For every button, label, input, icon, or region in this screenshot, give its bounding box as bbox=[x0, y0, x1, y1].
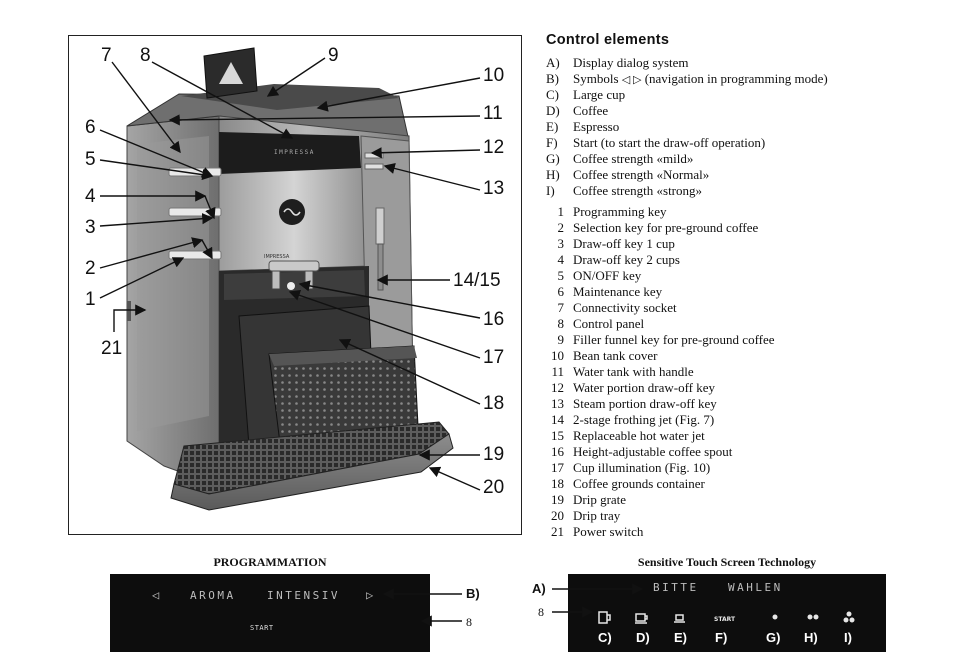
key-e: E) bbox=[674, 630, 687, 645]
callout-2: 2 bbox=[85, 258, 96, 279]
label-b: B) bbox=[466, 586, 480, 601]
navigation-arrows-icon: ◁ ▷ bbox=[621, 74, 642, 86]
coffee-cup-icon bbox=[635, 613, 646, 622]
callout-17: 17 bbox=[483, 347, 505, 368]
callout-14-15: 14/15 bbox=[453, 270, 501, 291]
callout-12: 12 bbox=[483, 137, 505, 158]
callout-21: 21 bbox=[101, 338, 123, 359]
callout-20: 20 bbox=[483, 477, 505, 498]
touch-icons-row: START bbox=[598, 611, 855, 624]
callout-18: 18 bbox=[483, 393, 505, 414]
callout-6: 6 bbox=[85, 117, 96, 138]
label-a: A) bbox=[532, 581, 546, 596]
callout-11: 11 bbox=[483, 103, 503, 124]
list-item: C)Large cup bbox=[546, 87, 626, 102]
list-item: A)Display dialog system bbox=[546, 55, 689, 70]
bean-mild-icon bbox=[772, 614, 778, 620]
svg-text:IMPRESSA: IMPRESSA bbox=[264, 254, 290, 260]
start-button-icon: START bbox=[714, 616, 736, 623]
label-8-programmation: 8 bbox=[466, 615, 472, 629]
programmation-title: PROGRAMMATION bbox=[213, 555, 327, 569]
label-8-touch: 8 bbox=[538, 605, 544, 619]
callout-16: 16 bbox=[483, 309, 505, 330]
touch-screen-display: BITTE WAHLEN START C) D) E) F) G) H) I) bbox=[568, 574, 886, 652]
list-item: H)Coffee strength «Normal» bbox=[546, 167, 710, 182]
key-f: F) bbox=[715, 630, 728, 645]
espresso-cup-icon bbox=[675, 614, 684, 621]
callout-8: 8 bbox=[140, 45, 151, 66]
lcd-word-aroma: AROMA bbox=[190, 589, 236, 602]
callout-5: 5 bbox=[85, 149, 96, 170]
lcd-word-wahlen: WAHLEN bbox=[728, 581, 783, 594]
lcd-word-bitte: BITTE bbox=[653, 581, 699, 594]
callout-7: 7 bbox=[101, 45, 112, 66]
bean-strong-icon bbox=[846, 611, 852, 617]
callout-9: 9 bbox=[328, 45, 339, 66]
callout-10: 10 bbox=[483, 65, 505, 86]
callout-1: 1 bbox=[85, 289, 96, 310]
bean-normal-icon bbox=[807, 614, 813, 620]
list-item: I)Coffee strength «strong» bbox=[546, 183, 703, 198]
key-i: I) bbox=[844, 630, 852, 645]
start-icon: START bbox=[250, 624, 274, 632]
control-panel-text: IMPRESSA bbox=[274, 149, 315, 156]
callout-3: 3 bbox=[85, 217, 96, 238]
key-d: D) bbox=[636, 630, 650, 645]
control-elements-heading: Control elements bbox=[546, 32, 670, 48]
letter-items-list: A)Display dialog system B)Symbols ◁ ▷ (n… bbox=[546, 55, 946, 199]
callout-19: 19 bbox=[483, 444, 505, 465]
left-arrow-icon: ◁ bbox=[152, 588, 162, 602]
callout-4: 4 bbox=[85, 186, 96, 207]
list-item: E)Espresso bbox=[546, 119, 620, 134]
key-c: C) bbox=[598, 630, 612, 645]
touch-screen-title: Sensitive Touch Screen Technology bbox=[637, 555, 817, 569]
key-h: H) bbox=[804, 630, 818, 645]
list-item: D)Coffee bbox=[546, 103, 609, 118]
key-g: G) bbox=[766, 630, 781, 645]
programmation-display: ◁ AROMA INTENSIV ▷ START bbox=[110, 574, 430, 652]
callout-13: 13 bbox=[483, 178, 505, 199]
list-item: G)Coffee strength «mild» bbox=[546, 151, 694, 166]
lcd-word-intensiv: INTENSIV bbox=[267, 589, 340, 602]
right-arrow-icon: ▷ bbox=[366, 588, 376, 602]
list-item: F)Start (to start the draw-off operation… bbox=[546, 135, 766, 150]
list-item: B)Symbols ◁ ▷ (navigation in programming… bbox=[546, 71, 828, 86]
large-cup-icon bbox=[598, 611, 608, 624]
